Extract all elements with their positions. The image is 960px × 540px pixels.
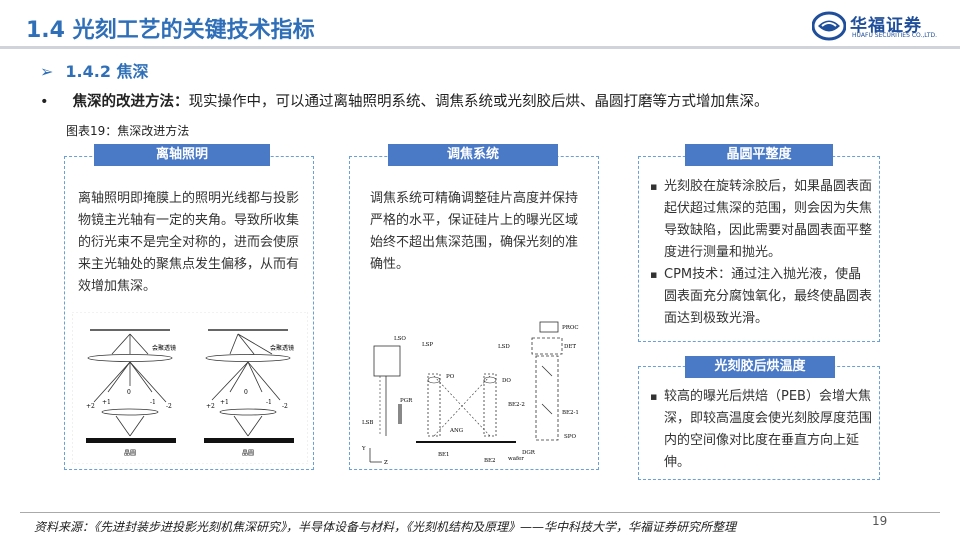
panel-title-focus-system: 调焦系统 [388, 144, 558, 166]
off-axis-subfigure [204, 329, 294, 443]
order-right-4: -2 [282, 403, 288, 410]
logo-subtitle: HUAFU SECURITIES CO.,LTD. [852, 32, 938, 39]
footer-divider [20, 512, 940, 513]
label-lso: LSO [394, 336, 406, 342]
page-title: 1.4 光刻工艺的关键技术指标 [26, 18, 315, 43]
list-item: CPM技术：通过注入抛光液，使晶圆表面充分腐蚀氧化，最终使晶圆表面达到极致光滑。 [650, 264, 874, 330]
label-wafer: wafer [508, 456, 524, 462]
label-dgr: DGR [522, 450, 536, 456]
logo-mark-icon [812, 11, 846, 41]
bullet-bold: 焦深的改进方法： [72, 94, 189, 110]
panel-list-wafer-flatness: 光刻胶在旋转涂胶后，如果晶圆表面起伏超过焦深的范围，则会因为失焦导致缺陷，因此需… [650, 176, 874, 330]
title-divider [0, 46, 960, 49]
off-axis-diagram: 会聚透镜 晶圆 +2 +1 0 -1 -2 会聚透镜 晶圆 +2 +1 0 -1… [71, 311, 309, 465]
logo-name: 华福证券 [850, 16, 922, 36]
order-right-2: 0 [244, 389, 248, 396]
list-item: 较高的曝光后烘焙（PEB）会增大焦深，即较高温度会使光刻胶厚度范围内的空间像对比… [650, 386, 874, 474]
label-be2-2: BE2-2 [508, 402, 525, 408]
order-left-0: +2 [86, 403, 95, 410]
label-lsp: LSP [422, 342, 433, 348]
focus-system-diagram: PROC DET LSO LSP LSD PO DO PGR BE2-2 BE2… [356, 316, 592, 466]
lens-label-left: 会聚透镜 [152, 344, 176, 352]
wafer-label-right: 晶圆 [242, 450, 254, 457]
on-axis-subfigure [86, 329, 176, 443]
label-det: DET [564, 344, 576, 350]
label-be2: BE2 [484, 458, 496, 464]
order-left-4: -2 [166, 403, 172, 410]
figure-label: 图表19：焦深改进方法 [66, 124, 190, 138]
company-logo: 华福证券 HUAFU SECURITIES CO.,LTD. [812, 8, 952, 44]
label-lsd: LSD [498, 344, 510, 350]
order-left-3: -1 [150, 399, 156, 406]
wafer-label-left: 晶圆 [124, 450, 136, 457]
label-pgr: PGR [400, 398, 413, 404]
label-lsb: LSB [362, 420, 373, 426]
order-left-2: 0 [127, 389, 131, 396]
intro-bullet: • 焦深的改进方法：现实操作中，可以通过离轴照明系统、调焦系统或光刻胶后烘、晶圆打… [40, 90, 769, 111]
bullet-dot-icon: • [40, 94, 49, 110]
label-proc: PROC [562, 325, 579, 331]
panel-text-focus-system: 调焦系统可精确调整硅片高度并保持严格的水平，保证硅片上的曝光区域始终不超出焦深范… [370, 191, 579, 272]
page-number: 19 [872, 514, 888, 528]
bullet-text: 现实操作中，可以通过离轴照明系统、调焦系统或光刻胶后烘、晶圆打磨等方式增加焦深。 [188, 94, 769, 110]
order-right-3: -1 [266, 399, 272, 406]
order-right-0: +2 [206, 403, 215, 410]
label-y: Y [361, 446, 366, 452]
label-do: DO [502, 378, 511, 384]
order-right-1: +1 [220, 399, 229, 406]
order-left-1: +1 [102, 399, 111, 406]
section-heading: ➢ 1.4.2 焦深 [40, 58, 149, 82]
label-po: PO [446, 374, 455, 380]
label-be1: BE1 [438, 452, 450, 458]
panel-list-peb: 较高的曝光后烘焙（PEB）会增大焦深，即较高温度会使光刻胶厚度范围内的空间像对比… [650, 386, 874, 474]
source-note: 资料来源：《先进封装步进投影光刻机焦深研究》，半导体设备与材料，《光刻机结构及原… [34, 520, 737, 534]
label-z: Z [384, 460, 388, 466]
panel-title-peb: 光刻胶后烘温度 [685, 356, 835, 378]
list-item: 光刻胶在旋转涂胶后，如果晶圆表面起伏超过焦深的范围，则会因为失焦导致缺陷，因此需… [650, 176, 874, 264]
panel-title-wafer-flatness: 晶圆平整度 [685, 144, 833, 166]
arrow-icon: ➢ [40, 62, 54, 81]
label-be2-1: BE2-1 [562, 410, 579, 416]
label-ang: ANG [449, 428, 463, 434]
section-label: 1.4.2 焦深 [65, 62, 149, 81]
label-spo: SPO [564, 434, 576, 440]
panel-text-off-axis: 离轴照明即掩膜上的照明光线都与投影物镜主光轴有一定的夹角。导致所收集的衍光束不是… [78, 191, 300, 294]
lens-label-right: 会聚透镜 [270, 344, 294, 352]
panel-title-off-axis: 离轴照明 [94, 144, 270, 166]
